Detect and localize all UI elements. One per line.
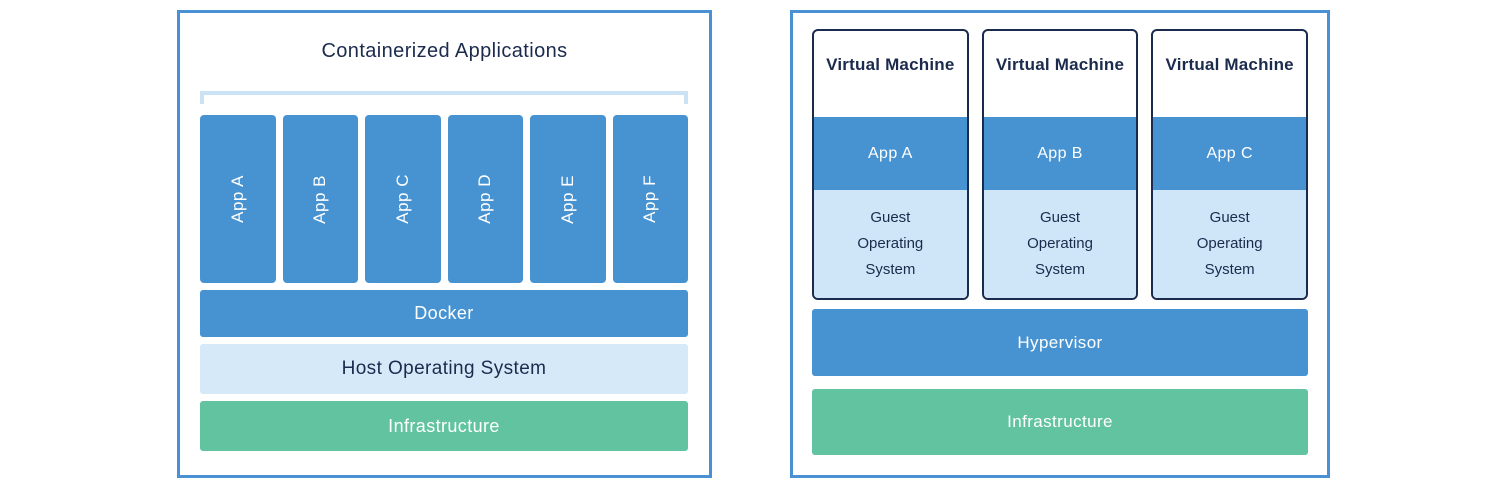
- vm-card-a: Virtual Machine App A Guest Operating Sy…: [812, 29, 969, 300]
- container-app-b-label: App B: [310, 174, 330, 224]
- vm-card-b-guest-os-label: Guest Operating System: [1027, 209, 1093, 278]
- vm-card-c-title: Virtual Machine: [1165, 55, 1294, 74]
- container-app-f: App F: [612, 115, 688, 283]
- vm-card-c-app: App C: [1153, 117, 1307, 190]
- container-app-a: App A: [200, 115, 276, 283]
- hypervisor-layer: Hypervisor: [812, 309, 1308, 376]
- containers-panel-title: Containerized Applications: [321, 40, 568, 62]
- vm-card-b-guest-os: Guest Operating System: [983, 190, 1137, 298]
- container-app-e: App E: [530, 115, 606, 283]
- container-app-c: App C: [365, 115, 441, 283]
- infrastructure-layer: Infrastructure: [200, 401, 688, 451]
- vm-card-b-app: App B: [983, 117, 1137, 190]
- vms-panel: Virtual Machine App A Guest Operating Sy…: [790, 10, 1330, 478]
- vm-cards-row: Virtual Machine App A Guest Operating Sy…: [812, 29, 1309, 300]
- docker-layer: Docker: [200, 290, 688, 337]
- vm-card-b-title: Virtual Machine: [995, 55, 1125, 74]
- container-apps-row: App A App B App C App D App E App F: [200, 115, 688, 283]
- containers-panel: Containerized Applications App A App B A…: [177, 10, 712, 478]
- vm-card-a-app: App A: [814, 117, 967, 190]
- containers-group-bracket: [200, 91, 688, 104]
- vm-card-a-title: Virtual Machine: [826, 55, 955, 74]
- container-app-a-label: App A: [227, 175, 247, 223]
- vm-infrastructure-layer: Infrastructure: [812, 389, 1308, 455]
- vm-card-a-guest-os-label: Guest Operating System: [857, 209, 924, 278]
- container-app-d: App D: [447, 115, 523, 283]
- container-app-e-label: App E: [557, 174, 577, 224]
- vm-card-c: Virtual Machine App C Guest Operating Sy…: [1151, 29, 1309, 300]
- container-app-f-label: App F: [640, 175, 660, 223]
- container-app-b: App B: [282, 115, 358, 283]
- container-app-c-label: App C: [392, 174, 412, 224]
- container-app-d-label: App D: [475, 174, 495, 224]
- host-os-layer: Host Operating System: [200, 344, 688, 394]
- vm-card-c-guest-os-label: Guest Operating System: [1196, 209, 1263, 278]
- vm-card-a-guest-os: Guest Operating System: [814, 190, 967, 298]
- vm-card-b: Virtual Machine App B Guest Operating Sy…: [981, 29, 1139, 300]
- vm-card-c-guest-os: Guest Operating System: [1153, 190, 1307, 298]
